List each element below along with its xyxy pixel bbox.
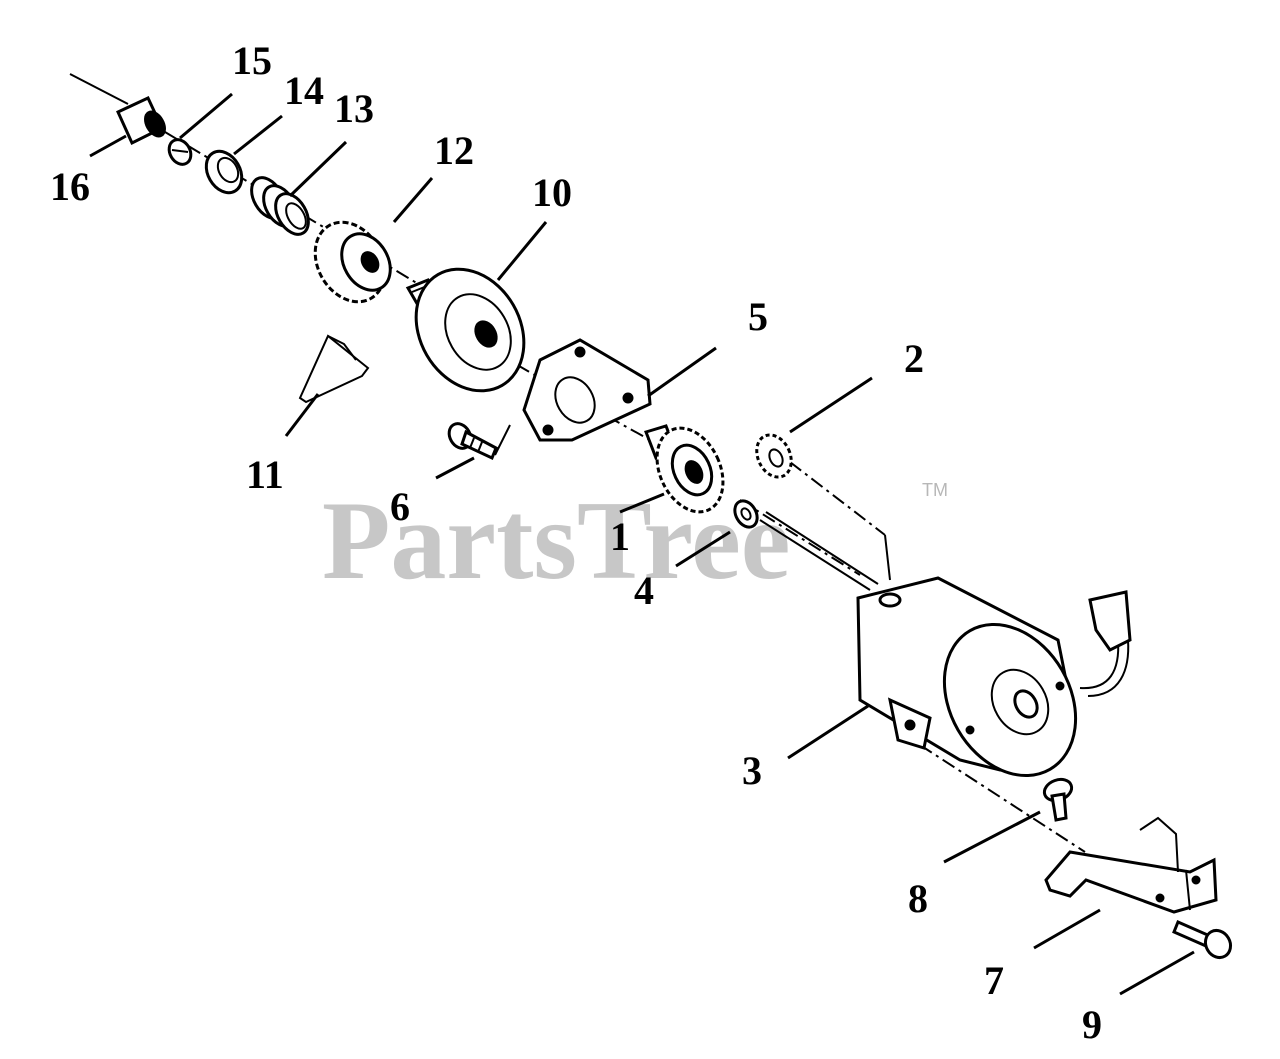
part-10-drive-plate [405,267,526,393]
callout-3: 3 [742,748,762,793]
part-5-mounting-plate [522,338,652,442]
callout-7: 7 [984,958,1004,1003]
part-11-clip [298,334,370,404]
callout-labels: 1 2 3 4 5 6 7 8 9 10 11 12 13 14 15 16 [50,38,1102,1047]
callout-6: 6 [390,484,410,529]
callout-10: 10 [532,170,572,215]
part-15-pin [167,138,193,166]
part-13-spring [250,176,310,236]
leader-lines [89,92,1195,996]
callout-4: 4 [634,568,654,613]
part-6-screw [447,422,498,461]
callout-12: 12 [434,128,474,173]
callout-9: 9 [1082,1002,1102,1047]
callout-11: 11 [246,452,284,497]
callout-13: 13 [334,86,374,131]
callout-16: 16 [50,164,90,209]
callout-15: 15 [232,38,272,83]
callout-1: 1 [610,514,630,559]
part-1-gear [644,424,725,514]
watermark-trademark: TM [922,480,948,500]
callout-8: 8 [908,876,928,921]
part-2-small-gear [755,433,793,479]
callout-5: 5 [748,294,768,339]
part-14-retainer-cup [204,149,244,195]
part-9-screw [1172,920,1233,960]
part-3-starter-motor [759,511,1132,777]
part-4-washer [733,499,759,529]
part-8-bolt [1042,777,1074,822]
callout-14: 14 [284,68,324,113]
part-12-pinion-gear [313,220,392,304]
callout-2: 2 [904,336,924,381]
part-16-sleeve [116,96,166,146]
part-7-bracket [1044,816,1218,914]
